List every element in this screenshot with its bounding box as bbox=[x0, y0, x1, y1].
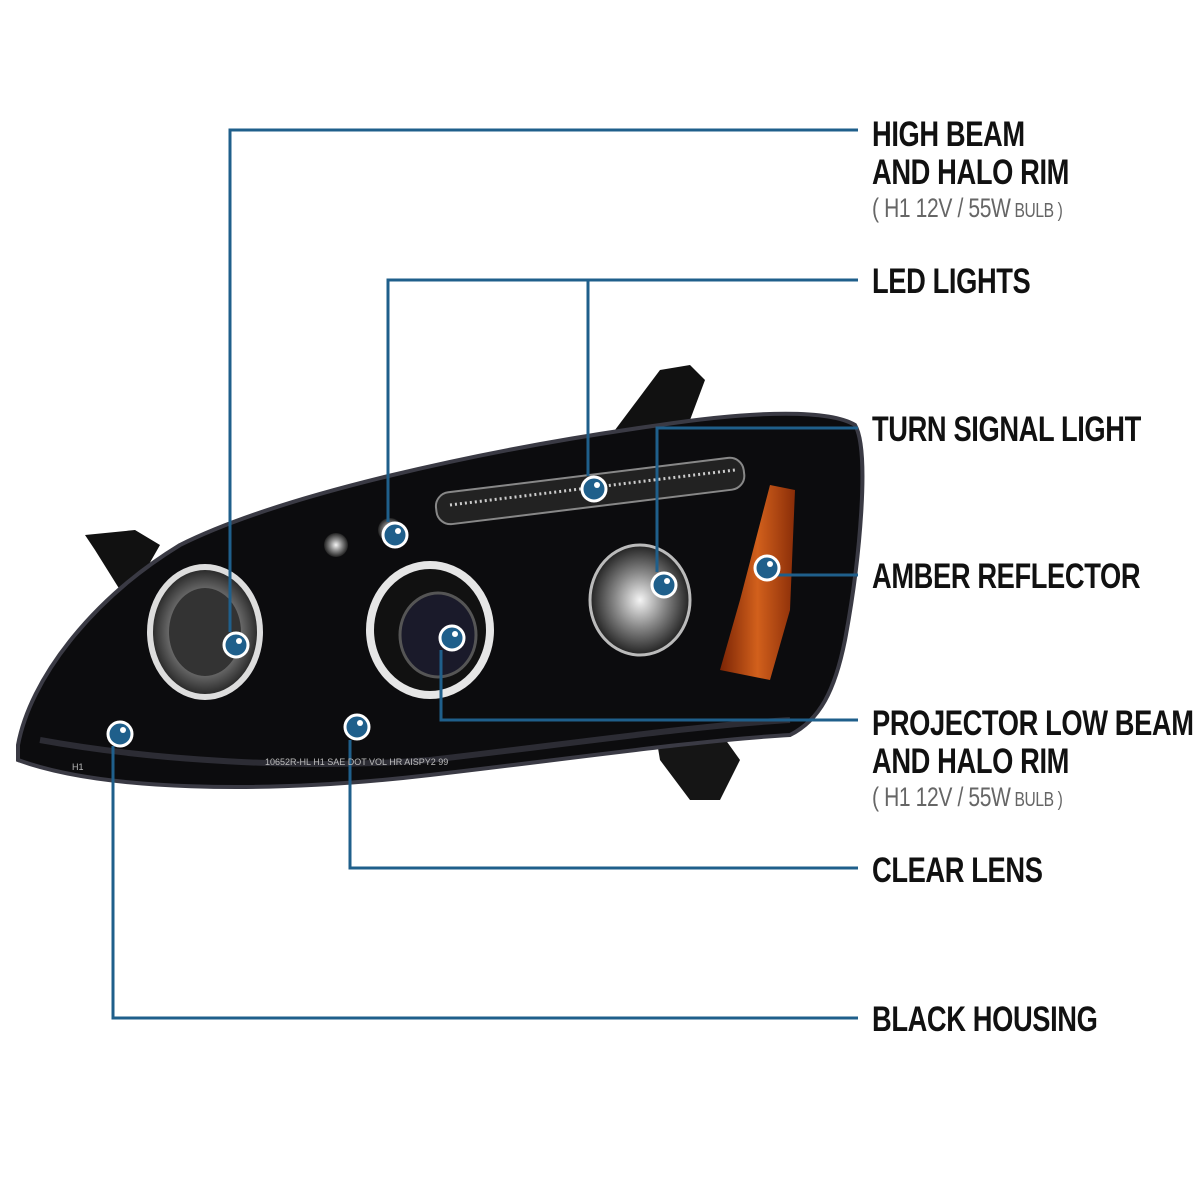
turn-signal-lens bbox=[588, 543, 692, 657]
dot-clear-lens bbox=[343, 713, 371, 741]
callout-black-housing: BLACK HOUSING bbox=[872, 1000, 1098, 1039]
callout-led-lights: LED LIGHTS bbox=[872, 262, 1031, 301]
lens-marking-left: H1 bbox=[72, 762, 84, 772]
dot-amber bbox=[753, 554, 781, 582]
dot-turn-signal bbox=[650, 571, 678, 599]
callout-turn-signal: TURN SIGNAL LIGHT bbox=[872, 410, 1141, 449]
callout-clear-lens: CLEAR LENS bbox=[872, 851, 1043, 890]
callout-amber-reflector: AMBER REFLECTOR bbox=[872, 557, 1141, 596]
dot-high-beam bbox=[222, 631, 250, 659]
amber-reflector bbox=[720, 485, 795, 680]
lens-marking-right: 10652R-HL H1 SAE DOT VOL HR AISPY2 99 bbox=[265, 757, 448, 767]
dot-projector bbox=[438, 624, 466, 652]
dot-led-2 bbox=[580, 475, 608, 503]
dot-led-1 bbox=[381, 521, 409, 549]
leader-lines bbox=[111, 128, 858, 1020]
callout-dots bbox=[106, 475, 781, 748]
dot-black-housing bbox=[106, 720, 134, 748]
